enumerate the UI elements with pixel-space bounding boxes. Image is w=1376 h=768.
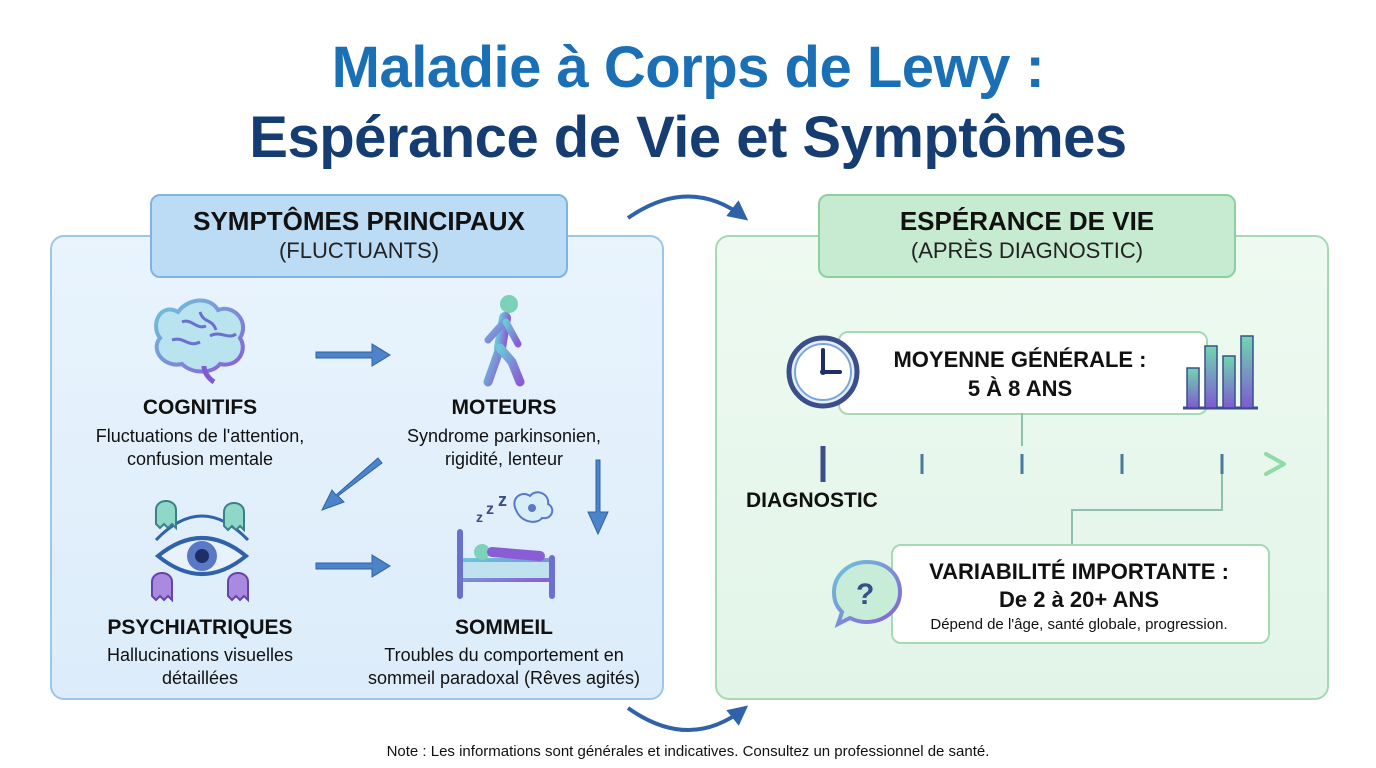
average-title: MOYENNE GÉNÉRALE :: [893, 347, 1147, 372]
symptom-cognitive-desc-line2: confusion mentale: [126, 449, 274, 469]
connector-arrow-top: [626, 194, 749, 221]
symptom-psychiatric-title: PSYCHIATRIQUES: [107, 616, 293, 639]
life-expectancy-header-subtitle: (APRÈS DIAGNOSTIC): [910, 238, 1144, 263]
brain-icon: [154, 298, 246, 385]
timeline-diagnostic-label: DIAGNOSTIC: [746, 489, 878, 512]
symptoms-header-subtitle: (FLUCTUANTS): [278, 238, 440, 263]
clock-icon: [786, 335, 860, 409]
life-expectancy-header-title: ESPÉRANCE DE VIE: [899, 206, 1155, 236]
symptom-psychiatric-desc-line2: détaillées: [161, 668, 239, 688]
flow-arrow-psychiatric-to-sleep: [315, 554, 391, 578]
flow-arrow-cognitive-to-motor: [315, 343, 391, 367]
symptom-sleep-desc-line1: Troubles du comportement en: [384, 645, 624, 665]
variability-factors: Dépend de l'âge, santé globale, progress…: [930, 616, 1228, 633]
symptom-motor-desc-line2: rigidité, lenteur: [444, 449, 564, 469]
svg-text:z: z: [486, 501, 494, 518]
variability-box: [891, 544, 1270, 644]
title-line-2: Espérance de Vie et Symptômes: [249, 105, 1127, 170]
svg-text:z: z: [498, 490, 507, 510]
timeline: [820, 413, 1286, 544]
symptom-sleep-desc-line2: sommeil paradoxal (Rêves agités): [367, 668, 641, 688]
variability-title: VARIABILITÉ IMPORTANTE :: [929, 559, 1229, 584]
bar-chart-icon: [1183, 335, 1258, 410]
average-value: 5 À 8 ANS: [967, 376, 1073, 401]
variability-range: De 2 à 20+ ANS: [999, 587, 1159, 612]
symptoms-panel: [50, 235, 664, 700]
question-bubble-icon: ?: [831, 559, 903, 628]
connector-arrow-bottom: [626, 705, 749, 732]
symptom-sleep-title: SOMMEIL: [455, 616, 553, 639]
svg-text:?: ?: [856, 578, 874, 611]
symptoms-header-title: SYMPTÔMES PRINCIPAUX: [193, 206, 525, 236]
flow-arrow-motor-to-psychiatric: [320, 457, 383, 511]
symptom-cognitive-desc-line1: Fluctuations de l'attention,: [95, 426, 305, 446]
flow-arrow-motor-to-sleep: [587, 459, 609, 536]
symptom-cognitive-title: COGNITIFS: [142, 396, 258, 419]
life-expectancy-header: ESPÉRANCE DE VIE (APRÈS DIAGNOSTIC): [818, 194, 1236, 278]
svg-text:z: z: [476, 509, 483, 525]
title-line-1: Maladie à Corps de Lewy :: [331, 35, 1045, 100]
symptoms-header: SYMPTÔMES PRINCIPAUX (FLUCTUANTS): [150, 194, 568, 278]
sleeping-bed-icon: z z z: [457, 490, 555, 599]
symptom-psychiatric-desc-line1: Hallucinations visuelles: [106, 645, 294, 665]
eye-ghosts-icon: [151, 500, 250, 603]
disclaimer-note: Note : Les informations sont générales e…: [386, 743, 990, 760]
symptom-motor-title: MOTEURS: [451, 396, 557, 419]
symptom-motor-desc-line1: Syndrome parkinsonien,: [406, 426, 602, 446]
walking-person-icon: [483, 295, 525, 387]
